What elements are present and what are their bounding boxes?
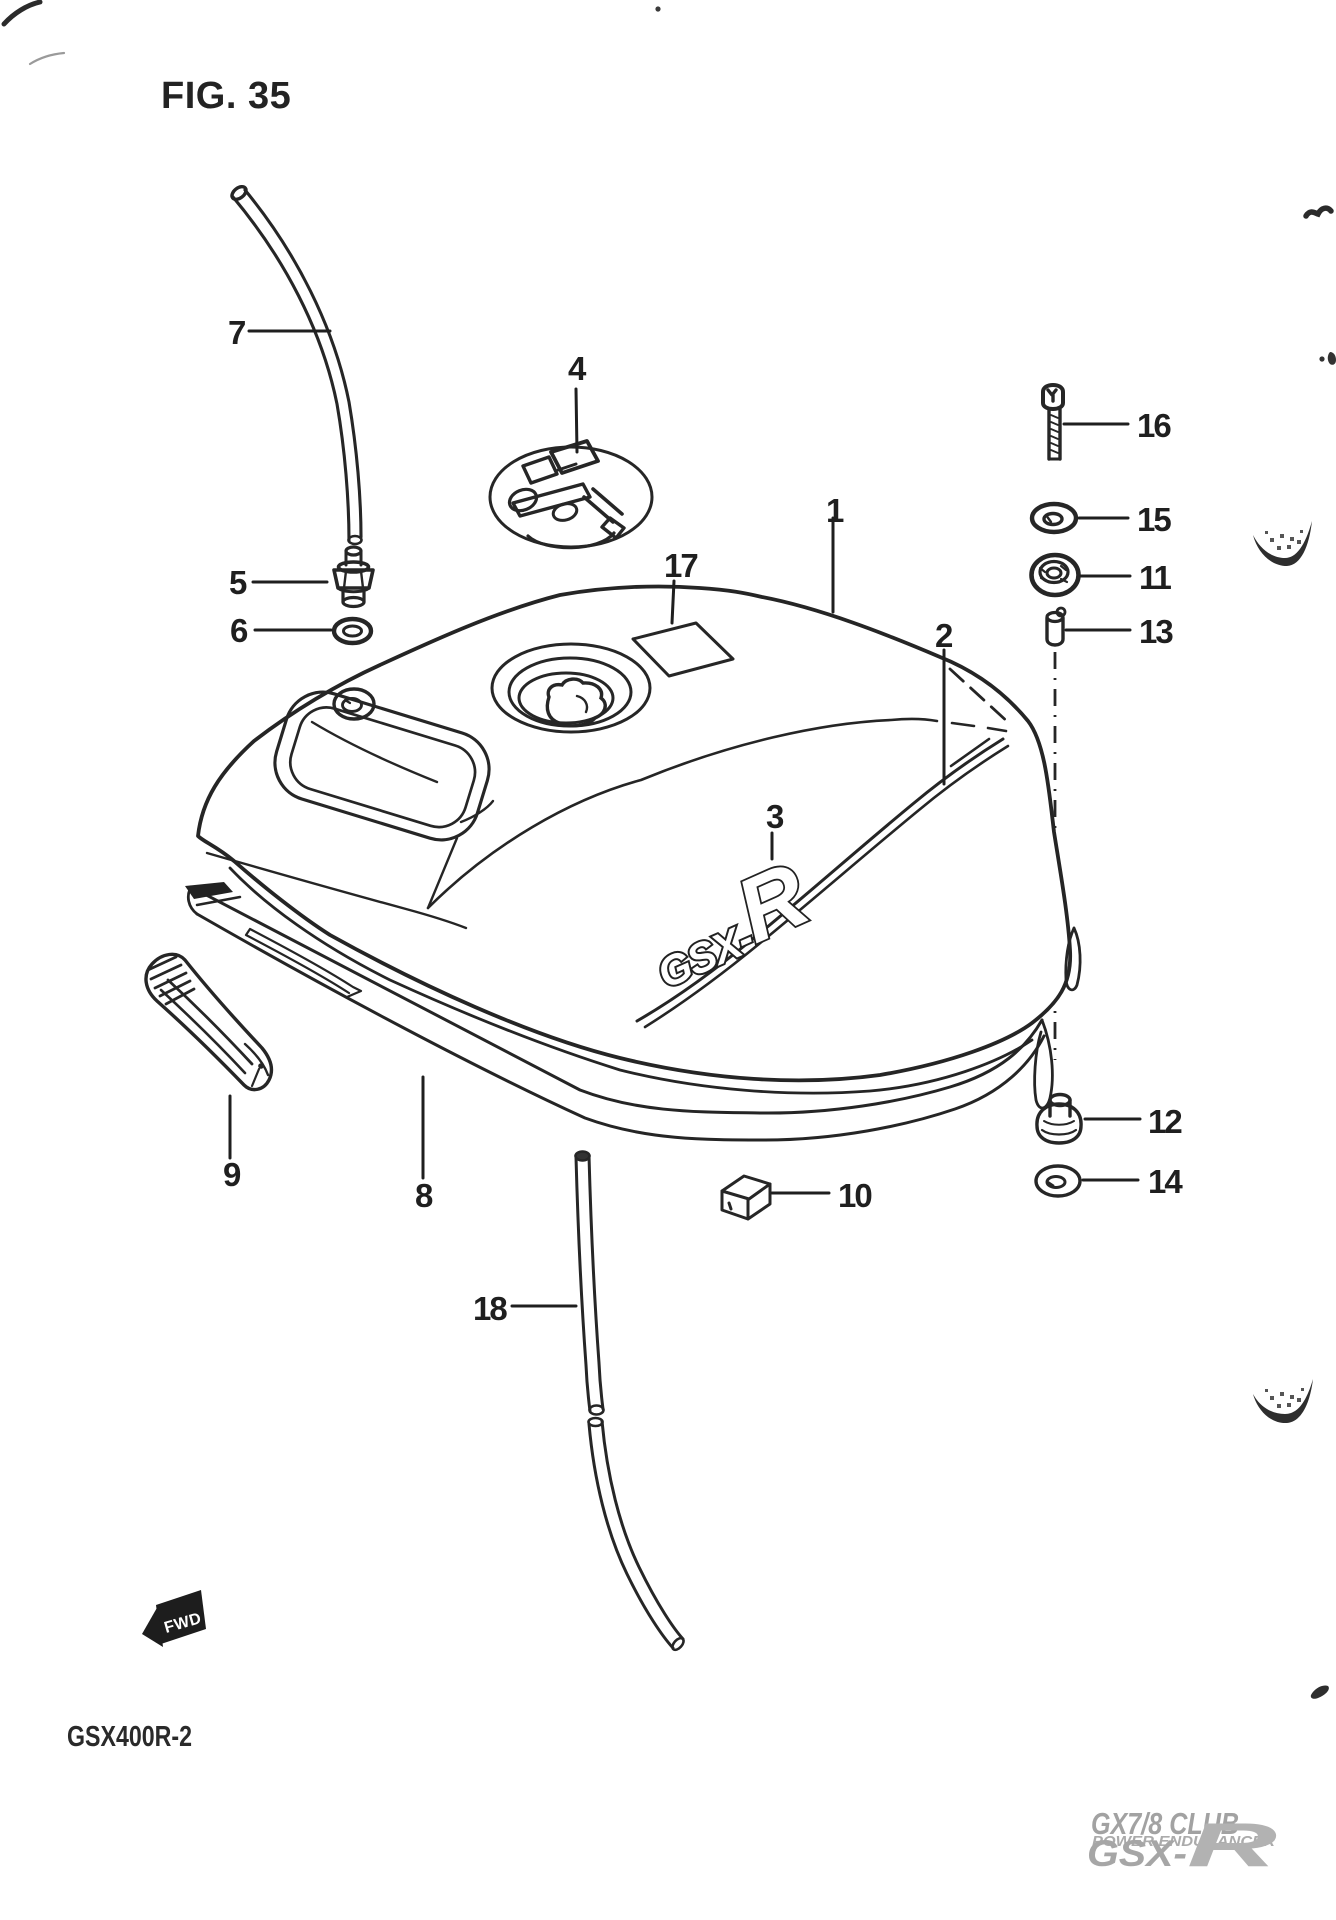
svg-text:18: 18 xyxy=(473,1290,507,1327)
svg-text:3: 3 xyxy=(766,798,784,835)
svg-text:9: 9 xyxy=(223,1156,241,1193)
svg-text:11: 11 xyxy=(1139,559,1172,596)
svg-text:POWER ENDURANCER: POWER ENDURANCER xyxy=(1092,1833,1275,1850)
svg-text:1: 1 xyxy=(826,492,844,529)
svg-text:7: 7 xyxy=(228,314,245,351)
svg-text:R: R xyxy=(1187,1811,1277,1880)
svg-text:6: 6 xyxy=(230,612,248,649)
svg-text:8: 8 xyxy=(415,1177,433,1214)
svg-text:10: 10 xyxy=(838,1177,871,1214)
svg-text:GX7/8 CLUB: GX7/8 CLUB xyxy=(1091,1806,1239,1841)
svg-text:13: 13 xyxy=(1139,613,1173,650)
svg-text:17: 17 xyxy=(664,547,697,584)
svg-text:12: 12 xyxy=(1148,1103,1182,1140)
svg-text:4: 4 xyxy=(568,350,587,387)
svg-text:5: 5 xyxy=(229,564,247,601)
svg-text:FIG. 35: FIG. 35 xyxy=(161,75,291,117)
svg-text:16: 16 xyxy=(1137,407,1171,444)
svg-text:2: 2 xyxy=(935,617,953,654)
svg-text:14: 14 xyxy=(1148,1163,1183,1200)
svg-text:15: 15 xyxy=(1137,501,1171,538)
svg-text:GSX400R-2: GSX400R-2 xyxy=(67,1721,192,1753)
svg-text:GSX-: GSX- xyxy=(1087,1833,1187,1874)
